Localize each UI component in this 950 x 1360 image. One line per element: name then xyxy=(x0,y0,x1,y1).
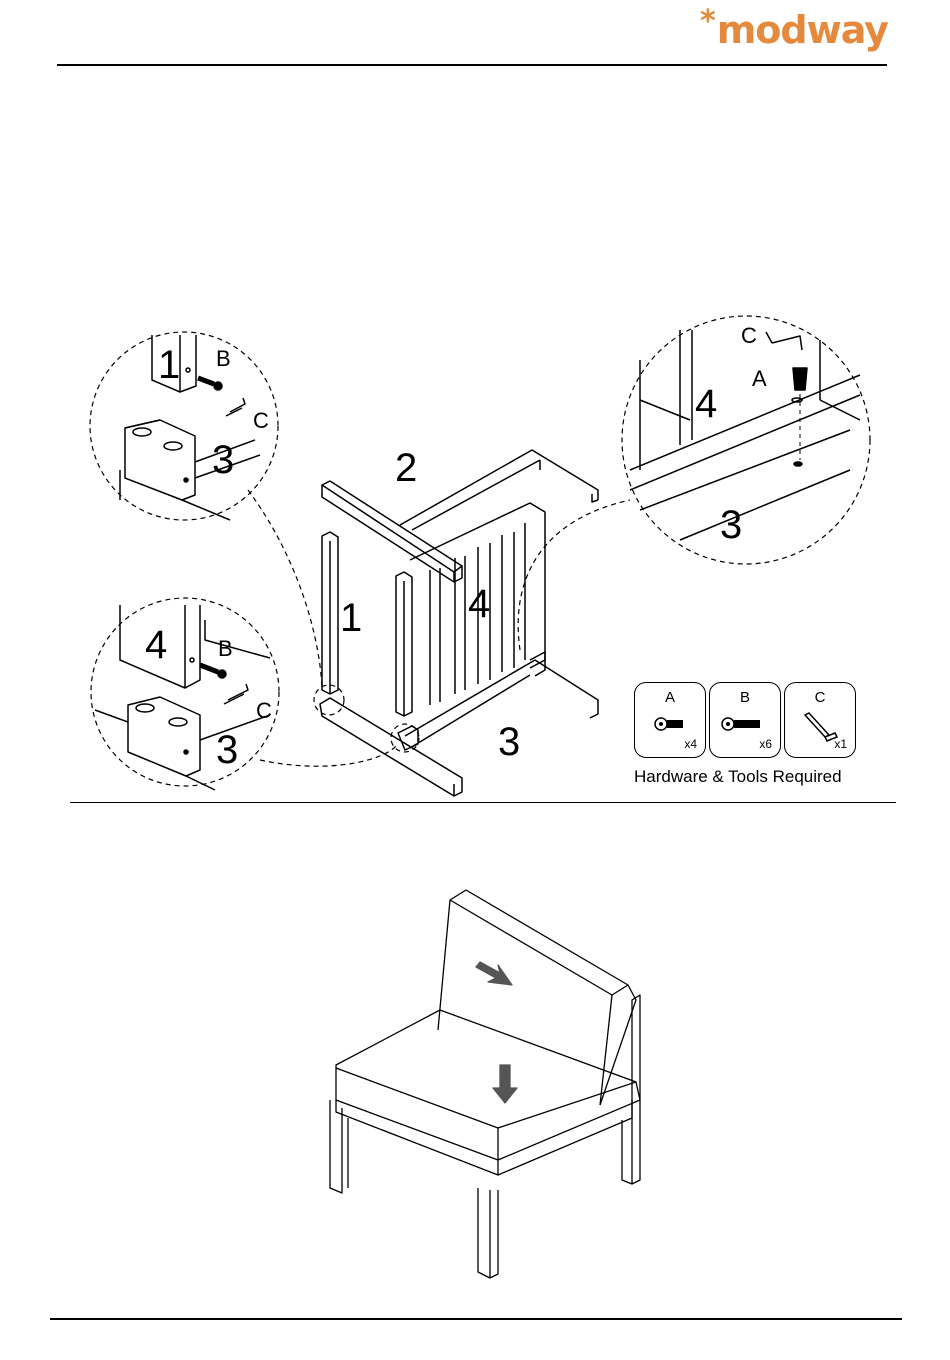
detail-top-right-parts xyxy=(630,330,860,540)
arrow-push-down-icon xyxy=(493,1065,517,1103)
joint-circle-left xyxy=(314,685,344,715)
detail-tr-bolt-a: A xyxy=(752,368,767,390)
part-label-3: 3 xyxy=(498,722,520,762)
arrow-push-back-icon xyxy=(476,962,512,985)
detail-top-left-parts xyxy=(120,335,260,520)
detail-tr-part-3: 3 xyxy=(720,505,742,545)
detail-circle-top-right xyxy=(622,316,870,564)
hardware-caption: Hardware & Tools Required xyxy=(634,767,842,787)
hardware-qty: x1 xyxy=(834,737,847,751)
hardware-qty: x6 xyxy=(759,737,772,751)
leader-top-right xyxy=(518,500,630,650)
detail-tl-part-3: 3 xyxy=(212,440,234,480)
leader-top-left xyxy=(248,490,322,688)
hardware-qty: x4 xyxy=(684,737,697,751)
part-label-4: 4 xyxy=(468,584,490,624)
detail-bl-key-c: C xyxy=(256,700,272,722)
hardware-box-b: B x6 xyxy=(709,682,781,758)
part-label-1: 1 xyxy=(340,598,362,638)
part-label-2: 2 xyxy=(395,448,417,488)
finished-chair xyxy=(330,890,640,1278)
detail-tl-bolt-b: B xyxy=(216,348,231,370)
detail-tl-key-c: C xyxy=(253,410,269,432)
detail-tr-part-4: 4 xyxy=(695,384,717,424)
hardware-box-a: A x4 xyxy=(634,682,706,758)
detail-bl-part-4: 4 xyxy=(145,625,167,665)
detail-tr-key-c: C xyxy=(741,325,757,347)
detail-tl-part-1: 1 xyxy=(158,345,180,385)
detail-bl-part-3: 3 xyxy=(216,730,238,770)
hardware-box-c: C x1 xyxy=(784,682,856,758)
detail-bottom-left-parts xyxy=(95,605,270,790)
detail-bl-bolt-b: B xyxy=(218,638,233,660)
